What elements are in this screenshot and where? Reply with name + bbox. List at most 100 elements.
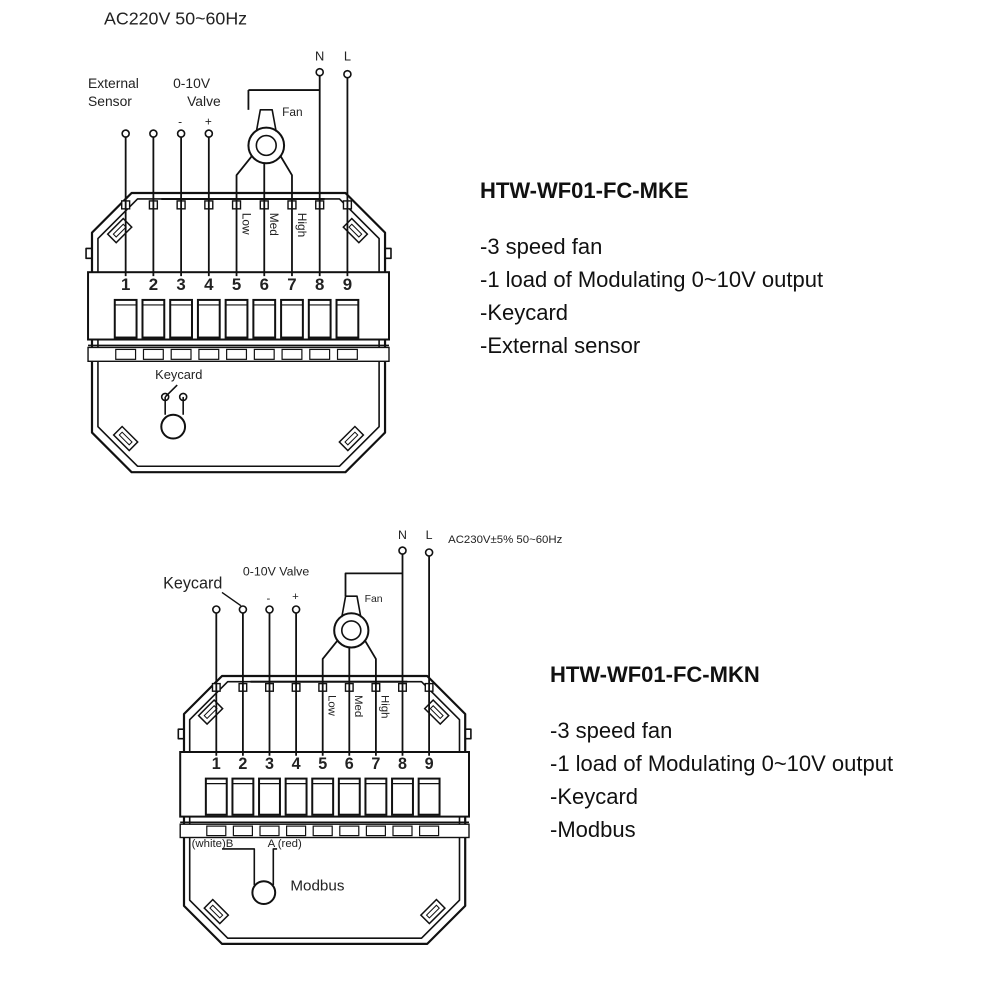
- label-speed-low: Low: [239, 213, 253, 235]
- label-keycard: Keycard: [155, 367, 202, 382]
- label-fan: Fan: [282, 105, 302, 119]
- wire-fan-high: [279, 154, 293, 277]
- screw-terminal: [307, 298, 332, 339]
- notch: [465, 728, 472, 740]
- terminal-dot: [121, 129, 130, 138]
- mounting-clip: [112, 425, 139, 452]
- label-valve: Valve: [187, 93, 221, 109]
- strip-tab: [142, 348, 164, 360]
- modbus-port: [251, 880, 277, 905]
- label-modbus: Modbus: [290, 878, 344, 895]
- screw-terminal: [280, 298, 304, 339]
- fan-lead: [255, 109, 277, 132]
- strip-tab: [286, 825, 307, 837]
- terminal-dot: [424, 548, 434, 557]
- clip-inner: [209, 904, 224, 919]
- feature-item: -1 load of Modulating 0~10V output: [480, 267, 824, 292]
- feature-item: -1 load of Modulating 0~10V output: [550, 751, 894, 776]
- mounting-clip: [423, 699, 450, 726]
- label-external-sensor: External: [88, 75, 139, 91]
- mounting-clip: [203, 898, 230, 925]
- strip-tab: [198, 348, 220, 360]
- screw-terminal: [391, 777, 414, 816]
- label-modbus-a: A (red): [268, 838, 302, 850]
- mounting-clip: [197, 699, 224, 726]
- terminal-dot: [265, 605, 274, 614]
- terminal-number-8: 8: [315, 275, 324, 294]
- feature-item: -3 speed fan: [550, 718, 673, 743]
- feature-item: -3 speed fan: [480, 234, 603, 259]
- screw-terminal: [258, 777, 281, 816]
- strip-tab: [365, 825, 386, 837]
- screw-terminal: [204, 777, 228, 816]
- label-speed-high: High: [379, 695, 391, 718]
- fan-motor-inner: [340, 620, 362, 641]
- strip-tab: [206, 825, 227, 837]
- strip-tab: [336, 348, 358, 360]
- notch: [85, 247, 92, 260]
- notch: [177, 728, 184, 740]
- terminal-number-2: 2: [149, 275, 158, 294]
- label-l: L: [344, 48, 351, 63]
- modbus-wire-b: [222, 848, 256, 885]
- screw-terminal: [417, 777, 441, 816]
- screw-terminal: [335, 298, 360, 339]
- strip-tab: [392, 825, 413, 837]
- terminal-dot: [204, 129, 214, 138]
- label-speed-low: Low: [325, 695, 337, 717]
- screw-terminal: [284, 777, 308, 816]
- label-minus: -: [178, 115, 182, 129]
- notch: [385, 247, 392, 260]
- label-external-sensor: Sensor: [88, 93, 132, 109]
- screw-terminal: [311, 777, 335, 816]
- model-title-mkn: HTW-WF01-FC-MKN: [550, 662, 760, 687]
- label-keycard: Keycard: [163, 575, 222, 593]
- terminal-number-6: 6: [260, 275, 269, 294]
- terminal-dot: [291, 605, 301, 614]
- spec-block-mkn: HTW-WF01-FC-MKN -3 speed fan -1 load of …: [550, 662, 893, 846]
- terminal-number-1: 1: [121, 275, 130, 294]
- screw-terminal: [113, 298, 138, 339]
- mounting-clip: [419, 898, 446, 925]
- strip-tab: [419, 825, 440, 837]
- strip-tab: [226, 348, 248, 360]
- wire-fan-low: [321, 639, 339, 756]
- terminal-number-4: 4: [292, 755, 301, 773]
- label-speed-high: High: [295, 213, 309, 237]
- terminal-number-9: 9: [343, 275, 352, 294]
- terminal-dot: [315, 67, 325, 77]
- screw-terminal: [364, 777, 388, 816]
- label-plus: +: [292, 591, 299, 603]
- terminal-number-3: 3: [176, 275, 185, 294]
- fan-lead: [341, 595, 362, 618]
- label-l: L: [426, 528, 433, 542]
- label-plus: +: [205, 115, 212, 129]
- label-fan: Fan: [365, 594, 383, 605]
- screw-terminal: [169, 298, 193, 339]
- terminal-number-2: 2: [238, 755, 247, 773]
- modbus-wire-a: [272, 848, 278, 885]
- feature-item: -External sensor: [480, 333, 641, 358]
- terminal-number-3: 3: [265, 755, 274, 773]
- supply-label: AC220V 50~60Hz: [104, 9, 247, 29]
- strip-tab: [253, 348, 275, 360]
- label-valve: 0-10V Valve: [243, 564, 309, 578]
- terminal-number-1: 1: [212, 755, 221, 773]
- screw-terminal: [224, 298, 249, 339]
- strip-tab: [339, 825, 360, 837]
- terminal-dot: [212, 605, 221, 614]
- terminal-number-9: 9: [425, 755, 434, 773]
- wire-fan-high: [363, 639, 377, 756]
- feature-item: -Keycard: [550, 784, 639, 809]
- terminal-number-6: 6: [345, 755, 354, 773]
- terminal-dot: [343, 69, 352, 79]
- terminal-number-5: 5: [318, 755, 327, 773]
- clip-inner: [118, 431, 133, 446]
- keycard-switch: [160, 413, 187, 440]
- terminal-number-5: 5: [232, 275, 241, 294]
- strip-tab: [312, 825, 333, 837]
- label-speed-med: Med: [267, 213, 281, 236]
- mounting-clip: [338, 425, 365, 452]
